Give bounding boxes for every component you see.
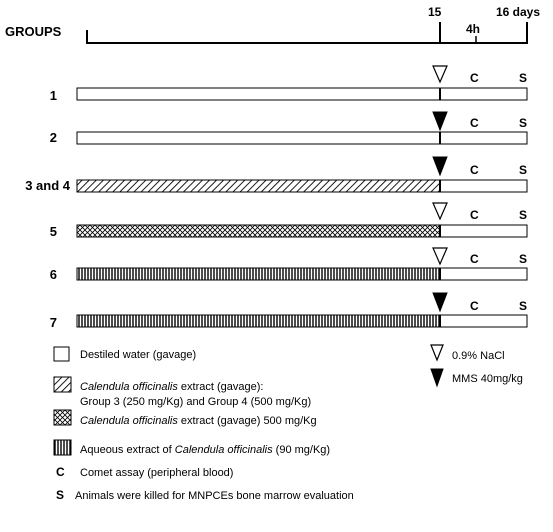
day-16-label: 16 days: [496, 5, 540, 19]
post-treatment-bar: [439, 267, 528, 281]
sacrifice-marker: S: [519, 163, 527, 177]
legend-swatch-crosshatch: [53, 409, 72, 426]
filled-triangle-icon: [432, 111, 448, 132]
filled-triangle-icon: [432, 156, 448, 177]
treatment-bar-plain: [76, 131, 441, 145]
group-label: 3 and 4: [25, 178, 71, 193]
treatment-bar-crosshatch: [76, 224, 441, 238]
legend-vertical-text: Aqueous extract of Calendula officinalis…: [80, 444, 330, 456]
legend-swatch-vertical-stripes: [53, 439, 72, 456]
legend-filled-triangle-text: MMS 40mg/kg: [452, 373, 523, 385]
legend-open-triangle-icon: [430, 344, 444, 362]
treatment-bar-plain: [76, 87, 441, 101]
sacrifice-marker: S: [519, 252, 527, 266]
group-row-3-4: 3 and 4 C S: [25, 156, 528, 193]
legend-diagonal-text-line2: Group 3 (250 mg/Kg) and Group 4 (500 mg/…: [80, 396, 311, 408]
legend-crosshatch-text: Calendula officinalis extract (gavage) 5…: [80, 415, 317, 427]
comet-marker: C: [470, 208, 479, 222]
sacrifice-marker: S: [519, 71, 527, 85]
group-label: 6: [50, 267, 57, 282]
legend-swatch-diagonal-hatch: [53, 376, 72, 393]
post-treatment-bar: [439, 224, 528, 238]
sacrifice-marker: S: [519, 116, 527, 130]
legend-plain-text: Destiled water (gavage): [80, 349, 196, 361]
treatment-bar-vertical-stripes: [76, 314, 441, 328]
legend-open-triangle-text: 0.9% NaCl: [452, 350, 505, 362]
treatment-bar-vertical-stripes: [76, 267, 441, 281]
legend-swatch-plain: [53, 346, 70, 362]
filled-triangle-icon: [432, 292, 448, 313]
post-treatment-bar: [439, 87, 528, 101]
group-label: 5: [50, 224, 57, 239]
group-label: 2: [50, 130, 57, 145]
group-label: 1: [50, 88, 57, 103]
group-row-7: 7 C S: [50, 292, 528, 330]
group-row-2: 2 C S: [50, 111, 528, 145]
group-row-6: 6 C S: [50, 247, 528, 282]
open-triangle-icon: [432, 65, 448, 84]
post-treatment-bar: [439, 314, 528, 328]
groups-header: GROUPS: [5, 24, 62, 39]
legend-filled-triangle-icon: [430, 368, 444, 388]
timeline-axis: [86, 22, 528, 44]
comet-marker: C: [470, 116, 479, 130]
legend-c-symbol: C: [56, 465, 65, 479]
open-triangle-icon: [432, 202, 448, 221]
hour-4-label: 4h: [466, 22, 480, 36]
group-row-5: 5 C S: [50, 202, 528, 239]
sacrifice-marker: S: [519, 208, 527, 222]
comet-marker: C: [470, 163, 479, 177]
post-treatment-bar: [439, 179, 528, 193]
comet-marker: C: [470, 299, 479, 313]
legend-c-text: Comet assay (peripheral blood): [80, 467, 233, 479]
legend: Destiled water (gavage) Calendula offici…: [53, 344, 523, 502]
day-15-label: 15: [428, 5, 442, 19]
sacrifice-marker: S: [519, 299, 527, 313]
treatment-bar-diagonal-hatch: [76, 179, 441, 193]
legend-diagonal-text: Calendula officinalis extract (gavage):: [80, 381, 263, 393]
open-triangle-icon: [432, 247, 448, 266]
group-label: 7: [50, 315, 57, 330]
group-row-1: 1 C S: [50, 65, 528, 103]
comet-marker: C: [470, 71, 479, 85]
legend-s-text: Animals were killed for MNPCEs bone marr…: [75, 490, 354, 502]
legend-s-symbol: S: [56, 488, 64, 502]
post-treatment-bar: [439, 131, 528, 145]
comet-marker: C: [470, 252, 479, 266]
